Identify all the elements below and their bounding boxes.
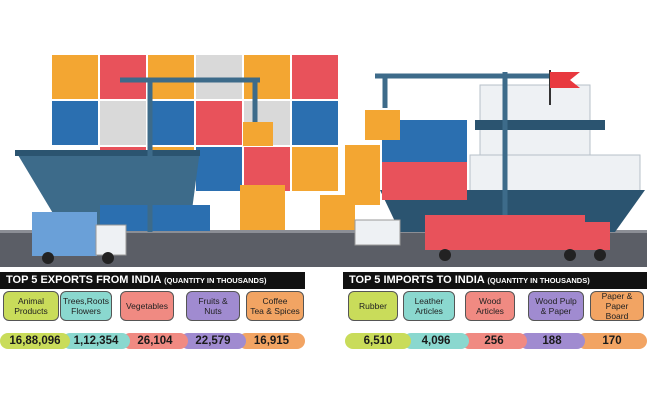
flag-icon <box>550 72 580 88</box>
exports-values: 16,88,096 1,12,354 26,104 22,579 16,915 <box>0 333 305 349</box>
export-label-0: Animal Products <box>3 291 59 321</box>
export-value-3: 22,579 <box>180 333 246 349</box>
import-value-4: 170 <box>577 333 647 349</box>
imports-title: TOP 5 IMPORTS TO INDIA (QUANTITY IN THOU… <box>343 272 647 289</box>
import-value-3: 188 <box>519 333 585 349</box>
import-value-0: 6,510 <box>345 333 411 349</box>
import-label-3: Wood Pulp & Paper <box>528 291 584 321</box>
exports-title-text: TOP 5 EXPORTS FROM INDIA <box>6 274 162 286</box>
container-stack <box>52 55 338 191</box>
port-illustration <box>0 55 647 267</box>
export-value-2: 26,104 <box>122 333 188 349</box>
exports-subtitle: (QUANTITY IN THOUSANDS) <box>164 276 267 285</box>
import-label-1: Leather Articles <box>403 291 455 321</box>
imports-title-text: TOP 5 IMPORTS TO INDIA <box>349 274 485 286</box>
export-value-0: 16,88,096 <box>0 333 70 349</box>
imports-values: 6,510 4,096 256 188 170 <box>345 333 647 349</box>
truck-right <box>354 215 610 261</box>
export-label-1: Trees,Roots Flowers <box>60 291 112 321</box>
crane-right <box>375 72 560 232</box>
import-value-2: 256 <box>461 333 527 349</box>
export-label-3: Fruits & Nuts <box>186 291 240 321</box>
exports-title: TOP 5 EXPORTS FROM INDIA (QUANTITY IN TH… <box>0 272 305 289</box>
import-label-0: Rubber <box>348 291 398 321</box>
import-label-2: Wood Articles <box>465 291 515 321</box>
export-label-2: Vegetables <box>120 291 174 321</box>
export-value-4: 16,915 <box>238 333 305 349</box>
truck-left <box>32 212 127 264</box>
export-value-1: 1,12,354 <box>62 333 130 349</box>
export-label-4: Coffee Tea & Spices <box>246 291 304 321</box>
import-value-1: 4,096 <box>403 333 469 349</box>
crane-left <box>120 77 260 232</box>
imports-subtitle: (QUANTITY IN THOUSANDS) <box>487 276 590 285</box>
import-label-4: Paper & Paper Board <box>590 291 644 321</box>
